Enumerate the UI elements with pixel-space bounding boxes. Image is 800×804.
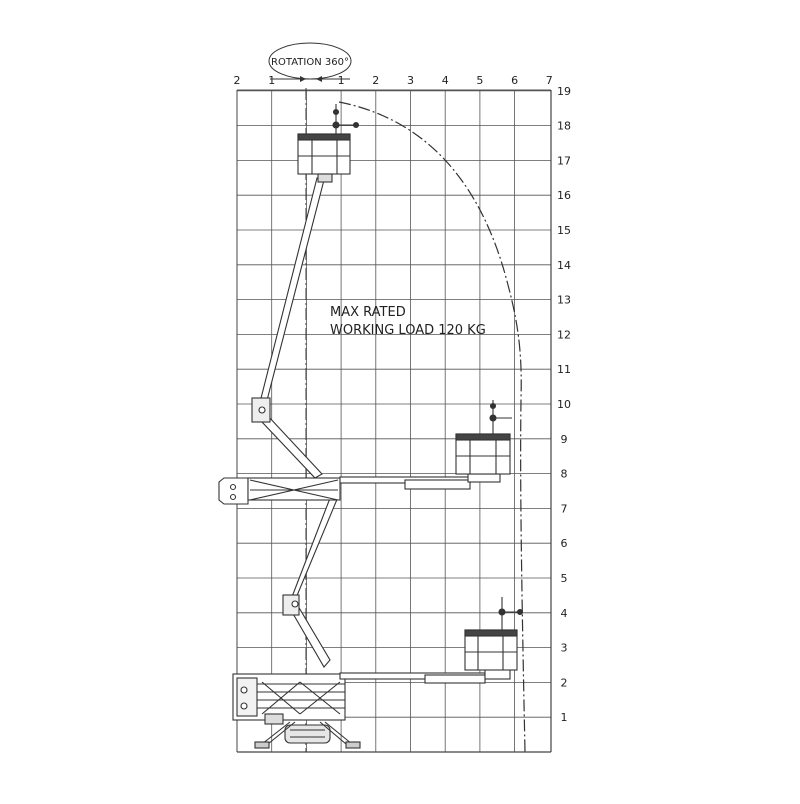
max-load-label-line1: MAX RATED: [330, 305, 406, 320]
rotation-badge: ROTATION 360°: [268, 42, 352, 82]
top-scale-label: 1: [268, 74, 275, 87]
height-scale-label: 17: [557, 154, 571, 167]
height-scale-label: 10: [557, 398, 571, 411]
height-scale-label: 8: [561, 468, 568, 481]
height-scale-label: 5: [561, 572, 568, 585]
grid: [237, 89, 551, 752]
height-scale-label: 15: [557, 224, 571, 237]
articulated-arm-upper: [251, 177, 325, 479]
height-scale-label: 4: [561, 607, 568, 620]
top-scale-label: 2: [234, 74, 241, 87]
top-scale-label: 6: [511, 74, 518, 87]
top-scale-label: 1: [338, 74, 345, 87]
top-scale-label: 4: [442, 74, 449, 87]
height-scale-label: 1: [561, 711, 568, 724]
top-scale: 2 1 1 2 3 4 5 6 7: [234, 74, 553, 87]
rotation-label: ROTATION 360°: [271, 57, 349, 68]
height-scale-label: 9: [561, 433, 568, 446]
basket-mid-position: [455, 400, 512, 475]
turret-mid-position: [218, 477, 341, 505]
top-scale-label: 3: [407, 74, 414, 87]
height-scale-label: 2: [561, 676, 568, 689]
working-envelope-curve: [338, 101, 526, 753]
height-scale-label: 16: [557, 189, 571, 202]
height-scale-label: 12: [557, 328, 571, 341]
base-machine: [232, 673, 361, 749]
height-scale-label: 13: [557, 294, 571, 307]
top-scale-label: 2: [372, 74, 379, 87]
max-load-label-line2: WORKING LOAD 120 KG: [330, 323, 486, 338]
basket-top-position: [297, 104, 360, 183]
basket-lower-position: [464, 597, 524, 671]
height-scale-label: 6: [561, 537, 568, 550]
top-scale-label: 5: [476, 74, 483, 87]
height-scale-label: 14: [557, 259, 571, 272]
height-scale-label: 11: [557, 363, 571, 376]
articulated-arm-lower: [282, 492, 339, 668]
height-scale-label: 3: [561, 642, 568, 655]
height-scale-label: 7: [561, 502, 568, 515]
height-scale-label: 18: [557, 120, 571, 133]
boom-lower-position: [339, 668, 511, 684]
boom-mid-position: [339, 473, 501, 490]
height-scale-label: 19: [557, 85, 571, 98]
top-scale-label: 7: [546, 74, 553, 87]
